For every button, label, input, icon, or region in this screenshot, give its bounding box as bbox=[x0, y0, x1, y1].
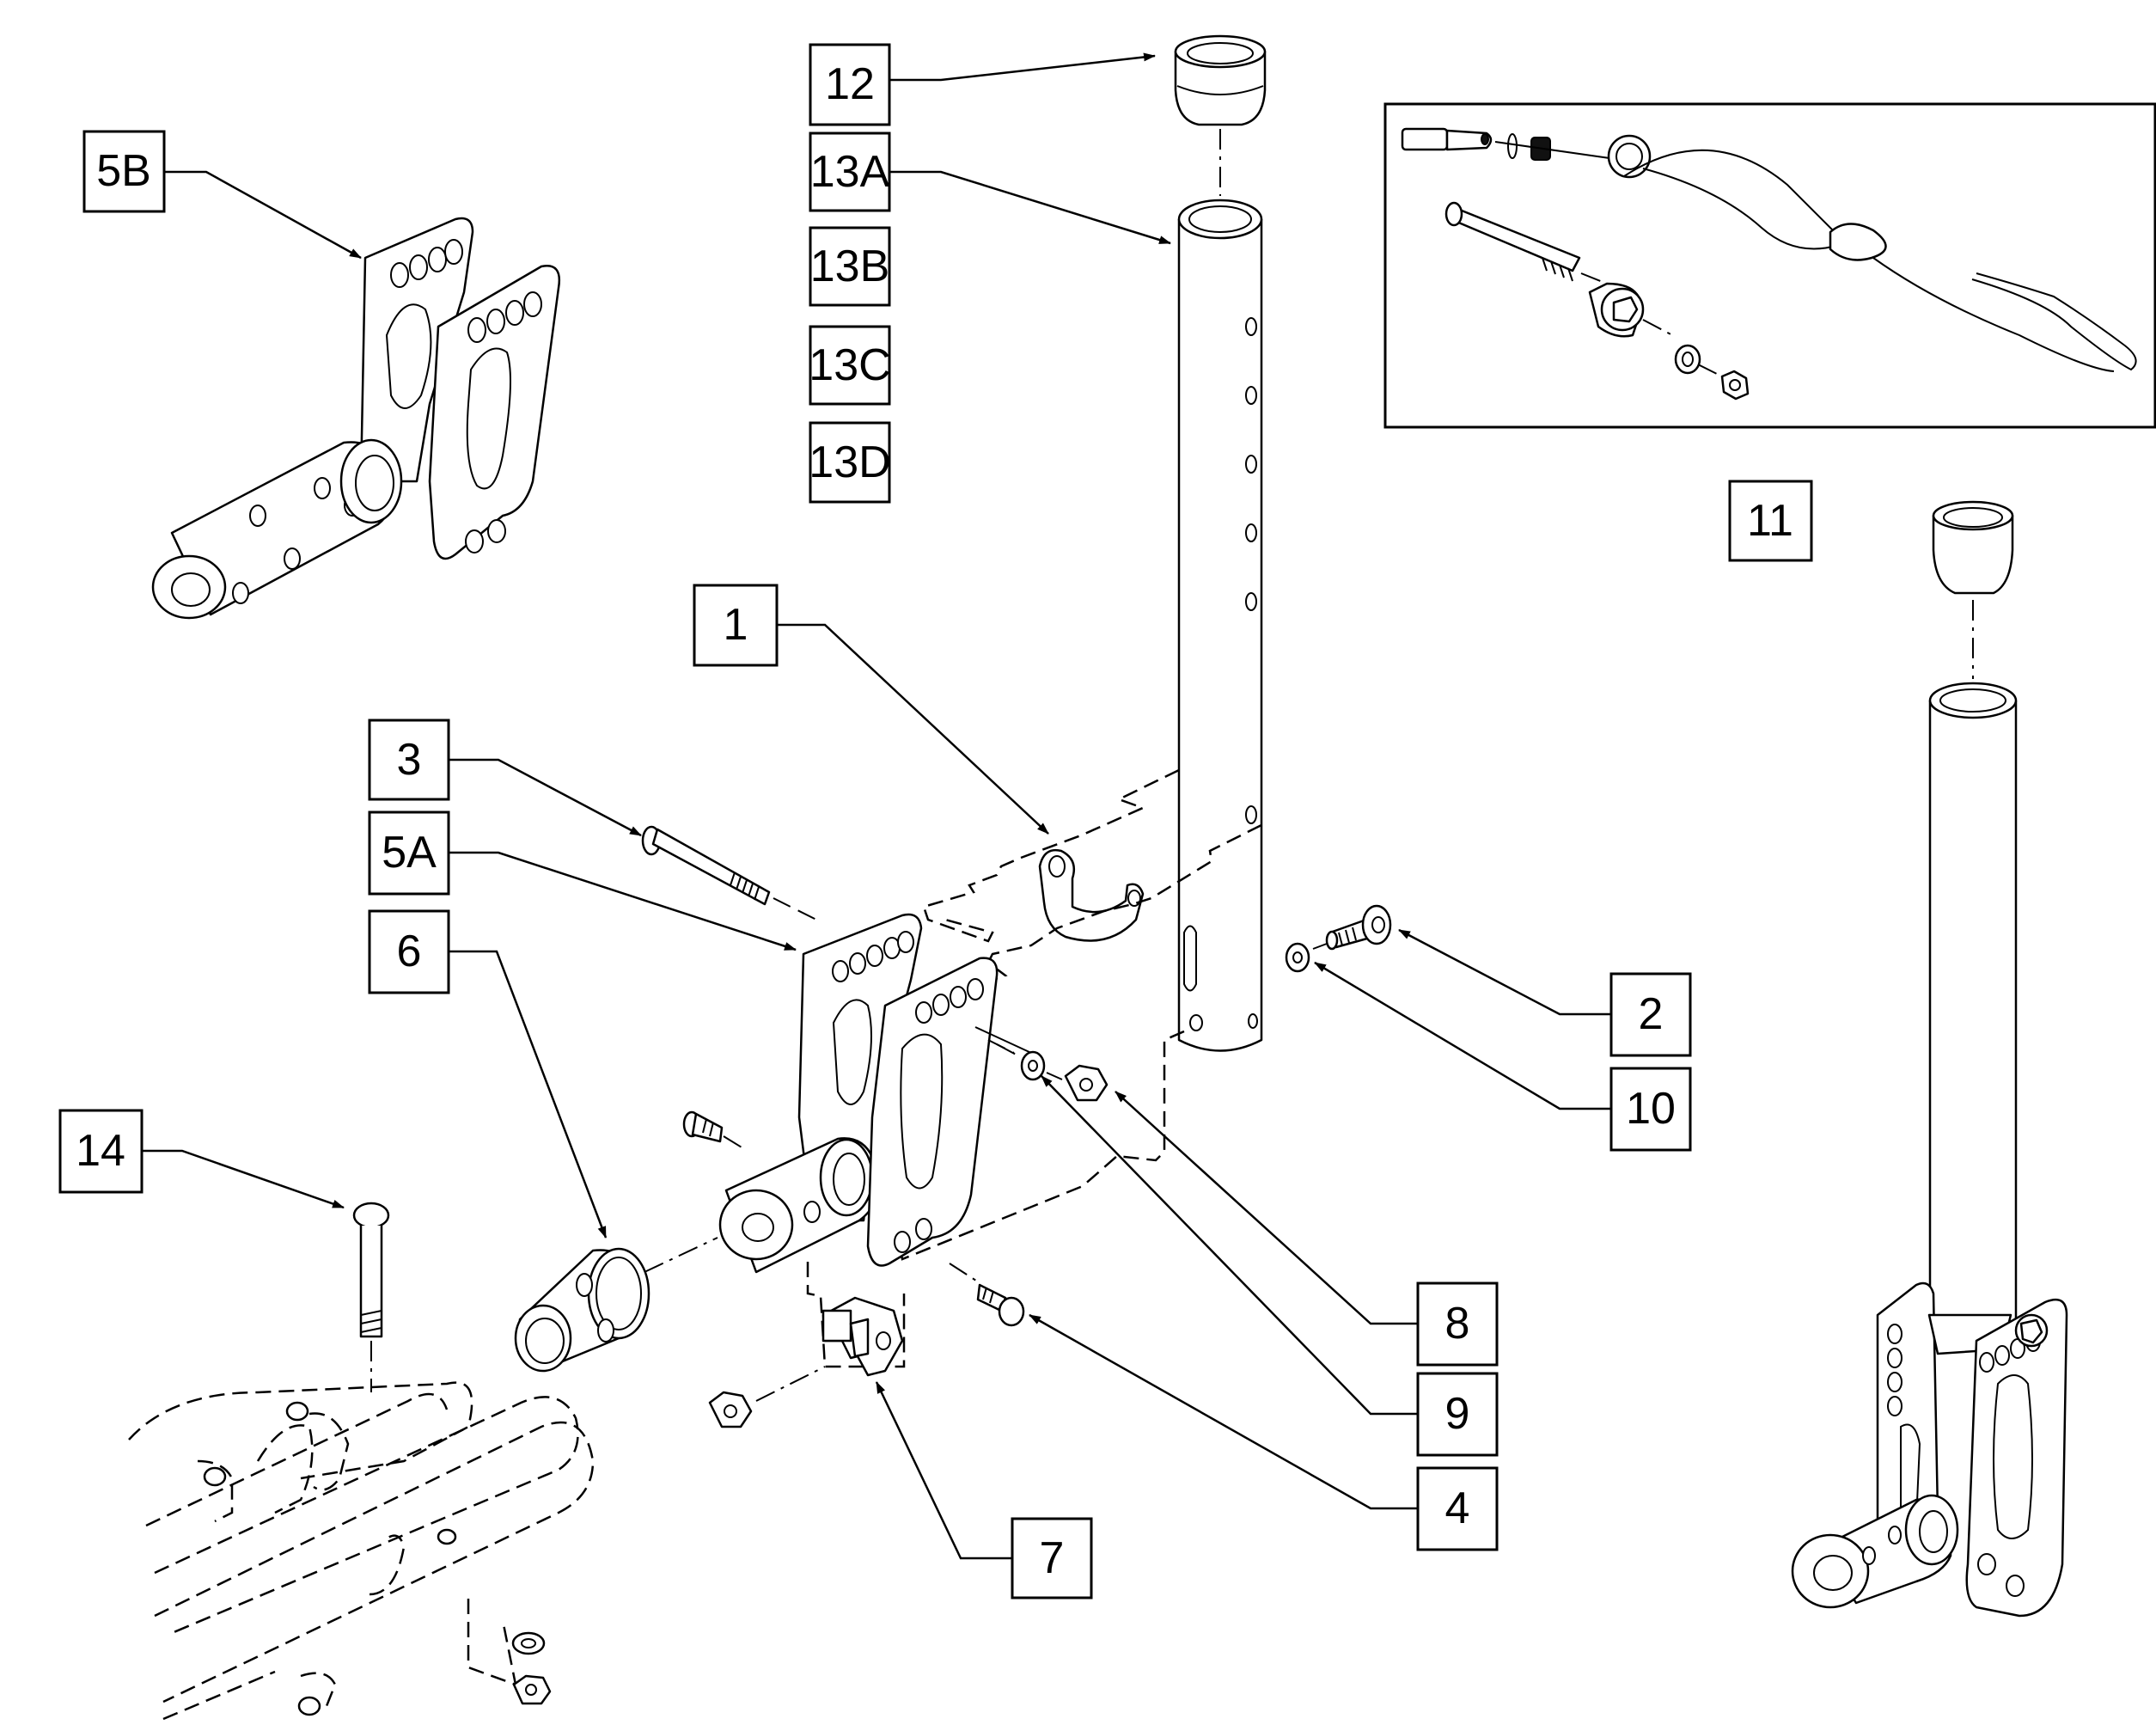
part-6-bushing bbox=[514, 1237, 718, 1373]
part-7-clamp-block bbox=[821, 1296, 904, 1377]
svg-text:4: 4 bbox=[1445, 1483, 1470, 1533]
callout-9: 9 bbox=[1416, 1372, 1499, 1457]
part-3-bolt bbox=[641, 825, 817, 921]
part-11-assembled-fork bbox=[1791, 500, 2068, 1618]
svg-text:13D: 13D bbox=[809, 437, 890, 487]
part-13-vertical-tube bbox=[1177, 199, 1263, 1052]
leader-lines bbox=[142, 52, 1611, 1560]
svg-text:3: 3 bbox=[397, 735, 422, 785]
callout-11: 11 bbox=[1728, 480, 1813, 562]
part-10-washer bbox=[1285, 942, 1310, 973]
callout-13a: 13A bbox=[809, 132, 891, 212]
svg-text:6: 6 bbox=[397, 927, 422, 976]
callout-14: 14 bbox=[58, 1109, 144, 1194]
svg-text:11: 11 bbox=[1747, 496, 1793, 546]
callout-12: 12 bbox=[809, 43, 891, 126]
svg-text:14: 14 bbox=[76, 1126, 125, 1176]
kit-11-inset-contents bbox=[1401, 127, 2137, 401]
lower-nut bbox=[708, 1391, 753, 1428]
callout-7: 7 bbox=[1011, 1517, 1093, 1599]
part-5b-bracket-assembly bbox=[151, 217, 561, 620]
svg-text:8: 8 bbox=[1445, 1299, 1470, 1349]
callout-13c: 13C bbox=[809, 325, 891, 406]
callout-5a: 5A bbox=[368, 810, 450, 896]
svg-text:9: 9 bbox=[1445, 1389, 1470, 1439]
part-5a-main-bracket bbox=[718, 913, 1032, 1274]
part-1-clamp bbox=[1038, 848, 1145, 942]
svg-text:13A: 13A bbox=[810, 147, 890, 197]
svg-text:5B: 5B bbox=[96, 146, 151, 196]
part-4-screw bbox=[976, 1283, 1025, 1327]
part-8-nut bbox=[1064, 1064, 1109, 1102]
callout-3: 3 bbox=[368, 719, 450, 801]
centerline-lower-nut bbox=[755, 1366, 826, 1402]
svg-text:1: 1 bbox=[724, 600, 748, 650]
callout-5b: 5B bbox=[82, 130, 166, 213]
phantom-frame-tubes bbox=[128, 1381, 595, 1721]
centerline-washer-to-nut bbox=[1046, 1072, 1063, 1080]
svg-text:10: 10 bbox=[1626, 1084, 1676, 1134]
part-14-long-bolt bbox=[352, 1202, 390, 1392]
centerline-screw-to-washer bbox=[1312, 943, 1328, 950]
callout-4: 4 bbox=[1416, 1466, 1499, 1551]
part-12-tube-cap bbox=[1174, 34, 1267, 126]
callout-6: 6 bbox=[368, 909, 450, 994]
svg-text:12: 12 bbox=[825, 59, 875, 109]
callout-13b: 13B bbox=[809, 226, 891, 307]
centerline-bolt-to-washer bbox=[996, 1043, 1022, 1058]
callout-10: 10 bbox=[1609, 1067, 1692, 1152]
bottom-washer-and-nut bbox=[511, 1631, 552, 1705]
svg-text:13B: 13B bbox=[810, 242, 890, 291]
svg-text:2: 2 bbox=[1639, 989, 1664, 1039]
part-9-washer bbox=[1020, 1050, 1046, 1081]
callout-8: 8 bbox=[1416, 1281, 1499, 1367]
svg-text:7: 7 bbox=[1040, 1533, 1065, 1583]
centerline-screw4 bbox=[949, 1263, 977, 1281]
kit-11-inset-frame bbox=[1383, 102, 2156, 429]
part-2-screw bbox=[1325, 904, 1392, 951]
svg-text:13C: 13C bbox=[809, 340, 890, 390]
callout-2: 2 bbox=[1609, 972, 1692, 1057]
callout-1: 1 bbox=[693, 584, 779, 667]
callout-13d: 13D bbox=[809, 421, 891, 504]
bracket-side-screw bbox=[682, 1110, 747, 1151]
svg-text:5A: 5A bbox=[382, 828, 437, 878]
